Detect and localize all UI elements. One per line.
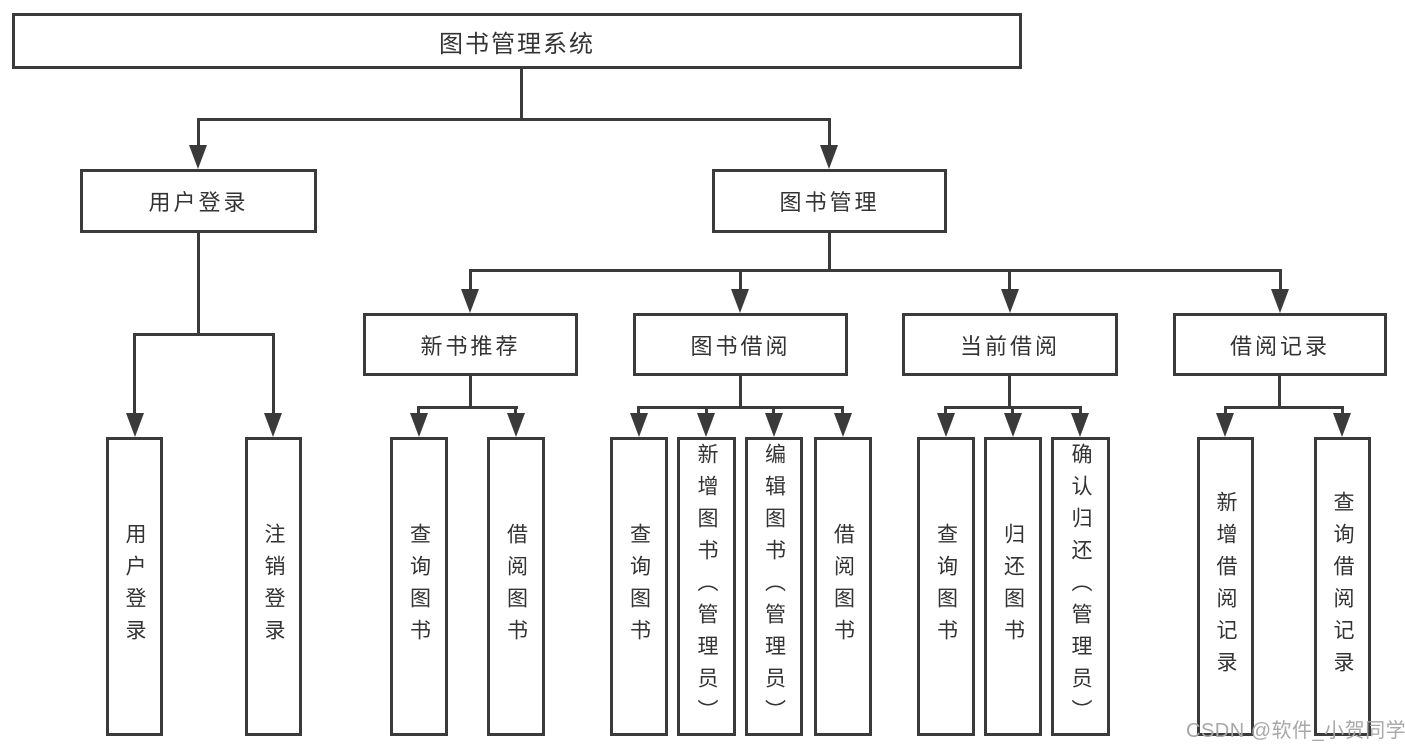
node-leaf-cb-query-books: 查询图书 <box>917 437 975 736</box>
leaf-label: 用户登录 <box>123 522 146 651</box>
connector-current-borrow-stem <box>1008 376 1011 409</box>
connector-drop-leaf-login <box>133 333 136 415</box>
node-leaf-user-login: 用户登录 <box>106 437 163 736</box>
arrow-into-borrow-records <box>1271 289 1289 313</box>
connector-borrow-records-stem <box>1278 376 1281 409</box>
connector-book-mgmt-stem <box>828 233 831 272</box>
connector-root-bar <box>197 118 831 121</box>
arrow-into-br-add <box>1216 413 1234 437</box>
node-book-management: 图书管理 <box>712 169 947 233</box>
connector-drop-nbr-query <box>417 406 420 416</box>
leaf-label: 查询借阅记录 <box>1331 490 1354 683</box>
connector-book-mgmt-bar <box>469 269 1281 272</box>
connector-user-login-stem <box>197 233 200 336</box>
arrow-into-bb-edit <box>765 413 783 437</box>
connector-drop-bb-query <box>637 406 640 416</box>
leaf-label: 新增借阅记录 <box>1214 490 1237 683</box>
leaf-label: 归还图书 <box>1001 522 1025 651</box>
connector-root-stem <box>520 69 523 120</box>
connector-drop-user-login <box>197 118 200 147</box>
connector-drop-book-borrow <box>739 269 742 291</box>
node-leaf-cb-return-books: 归还图书 <box>984 437 1042 736</box>
leaf-label: 确认归还（管理员） <box>1069 442 1092 731</box>
arrow-into-bb-query <box>630 413 648 437</box>
arrow-into-br-query <box>1333 413 1351 437</box>
connector-drop-bb-add <box>705 406 708 416</box>
connector-new-book-rec-bar <box>417 406 518 409</box>
connector-drop-bb-edit <box>772 406 775 416</box>
connector-book-borrow-stem <box>739 376 742 409</box>
leaf-label: 借阅图书 <box>504 522 528 651</box>
node-leaf-bb-borrow-books: 借阅图书 <box>814 437 872 736</box>
arrow-into-current-borrow <box>1001 289 1019 313</box>
connector-user-login-bar <box>133 333 275 336</box>
connector-drop-current-borrow <box>1008 269 1011 291</box>
arrow-into-cb-confirm <box>1071 413 1089 437</box>
leaf-label: 编辑图书（管理员） <box>762 442 786 731</box>
connector-drop-leaf-logout <box>272 333 275 415</box>
node-library-management-system: 图书管理系统 <box>12 13 1022 69</box>
node-leaf-bb-query-books: 查询图书 <box>610 437 668 736</box>
node-new-book-recommendation: 新书推荐 <box>363 313 578 376</box>
node-leaf-logout: 注销登录 <box>245 437 302 736</box>
connector-drop-bb-borrow <box>841 406 844 416</box>
connector-drop-new-book-rec <box>469 269 472 291</box>
csdn-watermark: CSDN @软件_小贺同学 <box>1186 720 1405 742</box>
connector-drop-borrow-records <box>1279 269 1282 291</box>
node-current-borrowing: 当前借阅 <box>902 313 1118 376</box>
node-leaf-br-query-record: 查询借阅记录 <box>1314 437 1371 736</box>
connector-drop-br-query <box>1341 406 1344 416</box>
connector-drop-br-add <box>1224 406 1227 416</box>
node-leaf-nbr-borrow-books: 借阅图书 <box>487 437 545 736</box>
leaf-label: 查询图书 <box>934 522 958 651</box>
connector-drop-cb-query <box>944 406 947 416</box>
arrow-into-bb-add <box>697 413 715 437</box>
connector-drop-book-mgmt <box>828 118 831 147</box>
connector-drop-cb-confirm <box>1079 406 1082 416</box>
arrow-into-leaf-login <box>126 413 144 437</box>
arrow-into-book-mgmt <box>820 145 838 169</box>
connector-drop-nbr-borrow <box>514 406 517 416</box>
arrow-into-user-login <box>189 145 207 169</box>
arrow-into-book-borrow <box>731 289 749 313</box>
leaf-label: 查询图书 <box>627 522 651 651</box>
node-book-borrowing: 图书借阅 <box>633 313 848 376</box>
leaf-label: 注销登录 <box>262 522 285 651</box>
arrow-into-cb-return <box>1004 413 1022 437</box>
node-borrowing-records: 借阅记录 <box>1173 313 1387 376</box>
connector-book-borrow-bar <box>637 406 844 409</box>
node-leaf-br-add-record: 新增借阅记录 <box>1197 437 1254 736</box>
node-leaf-bb-edit-books-admin: 编辑图书（管理员） <box>745 437 803 736</box>
leaf-label: 新增图书（管理员） <box>695 442 718 731</box>
node-leaf-bb-add-books-admin: 新增图书（管理员） <box>677 437 736 736</box>
arrow-into-bb-borrow <box>834 413 852 437</box>
connector-drop-cb-return <box>1011 406 1014 416</box>
arrow-into-nbr-borrow <box>507 413 525 437</box>
arrow-into-new-book-rec <box>461 289 479 313</box>
arrow-into-leaf-logout <box>264 413 282 437</box>
connector-borrow-records-bar <box>1224 406 1344 409</box>
node-user-login: 用户登录 <box>80 169 317 233</box>
leaf-label: 借阅图书 <box>831 522 855 651</box>
node-leaf-nbr-query-books: 查询图书 <box>390 437 448 736</box>
arrow-into-nbr-query <box>410 413 428 437</box>
connector-new-book-rec-stem <box>469 376 472 409</box>
arrow-into-cb-query <box>937 413 955 437</box>
node-leaf-cb-confirm-return-admin: 确认归还（管理员） <box>1051 437 1110 736</box>
leaf-label: 查询图书 <box>407 522 431 651</box>
